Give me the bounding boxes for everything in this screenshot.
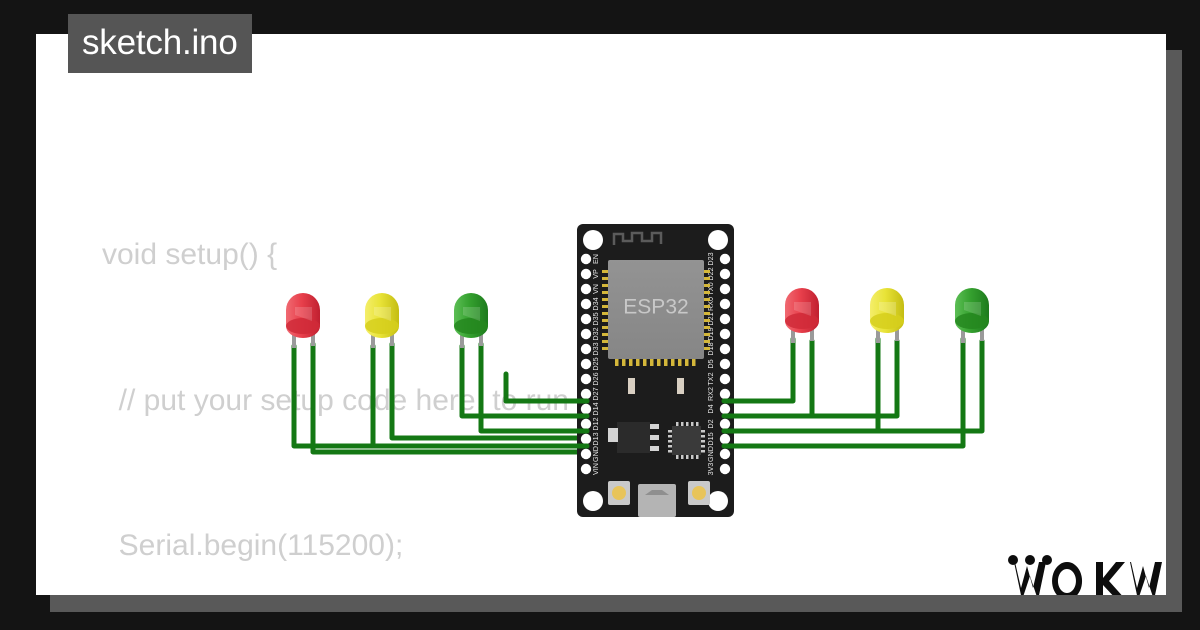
pcb-antenna-trace [612, 231, 663, 245]
wire-right-red-cathode [730, 338, 815, 419]
svg-text:D18: D18 [706, 342, 715, 355]
wire-left-green-cathode [459, 343, 584, 419]
svg-text:D15: D15 [706, 432, 715, 445]
svg-text:D21: D21 [706, 312, 715, 325]
svg-text:D26: D26 [591, 372, 600, 385]
wire-left-green-anode [478, 341, 584, 434]
pin-pads-left [580, 253, 592, 475]
svg-text:3V3: 3V3 [706, 463, 715, 476]
diagram-canvas[interactable]: void setup() { // put your setup code he… [36, 34, 1166, 595]
wire-left-yellow-anode [389, 341, 584, 441]
led-left-red[interactable] [286, 293, 320, 348]
wire-right-yellow-cathode [730, 338, 900, 419]
svg-text:GND: GND [591, 446, 600, 462]
code-line: Serial.begin(115200); [102, 529, 404, 562]
wire-right-green-cathode [730, 338, 985, 434]
svg-text:D19: D19 [706, 327, 715, 340]
enable-button [688, 481, 710, 505]
mounting-hole [708, 491, 728, 511]
usb-uart-ic [668, 422, 705, 459]
svg-text:D2: D2 [706, 419, 715, 428]
mounting-hole [583, 491, 603, 511]
led-left-yellow[interactable] [365, 293, 399, 348]
svg-text:D35: D35 [591, 312, 600, 325]
svg-text:D34: D34 [591, 297, 600, 310]
led-right-green[interactable] [955, 288, 989, 343]
mounting-hole [708, 230, 728, 250]
esp32-devkit-board[interactable]: EN VP VN D34 D35 D32 D33 D25 D26 D27 D14… [577, 224, 734, 517]
pin-labels-right: D23 D22 TX0 RX0 D21 D19 D18 D5 TX2 RX2 D… [706, 252, 715, 475]
circuit-diagram[interactable]: EN VP VN D34 D35 D32 D33 D25 D26 D27 D14… [36, 34, 1166, 595]
led-right-yellow[interactable] [870, 288, 904, 343]
pin-pads-right [719, 253, 731, 475]
svg-text:VN: VN [591, 284, 600, 294]
led-right-red[interactable] [785, 288, 819, 343]
svg-text:D27: D27 [591, 387, 600, 400]
svg-text:D32: D32 [591, 327, 600, 340]
wire-left-yellow-cathode [370, 343, 584, 449]
led-left-green[interactable] [454, 293, 488, 348]
passive-component [628, 378, 635, 394]
passive-component [677, 378, 684, 394]
svg-text:EN: EN [591, 254, 600, 264]
code-line: void setup() { [102, 238, 278, 271]
svg-text:VP: VP [591, 269, 600, 279]
usb-connector [638, 484, 676, 517]
wire-left-red-anode [310, 341, 584, 455]
svg-text:D25: D25 [591, 357, 600, 370]
esp32-chip-label: ESP32 [623, 296, 688, 319]
svg-text:D33: D33 [591, 342, 600, 355]
file-tab-sketch-ino[interactable]: sketch.ino [68, 14, 252, 73]
voltage-regulator [608, 422, 659, 453]
svg-text:VIN: VIN [591, 463, 600, 475]
svg-text:TX2: TX2 [706, 372, 715, 385]
wire-terminals [566, 398, 745, 449]
svg-text:D4: D4 [706, 404, 715, 413]
sketch-code-preview: void setup() { // put your setup code he… [102, 134, 651, 595]
svg-text:D13: D13 [591, 432, 600, 445]
svg-text:D22: D22 [706, 267, 715, 280]
wire-right-green-anode [730, 336, 966, 449]
svg-text:D12: D12 [591, 417, 600, 430]
svg-text:GND: GND [706, 446, 715, 462]
svg-text:TX0: TX0 [706, 282, 715, 295]
pin-labels-left: EN VP VN D34 D35 D32 D33 D25 D26 D27 D14… [591, 254, 600, 475]
boot-button [608, 481, 630, 505]
mounting-hole [583, 230, 603, 250]
svg-text:RX2: RX2 [706, 387, 715, 401]
svg-text:RX0: RX0 [706, 297, 715, 311]
svg-text:D14: D14 [591, 402, 600, 415]
wire-right-red-anode [730, 336, 796, 404]
svg-text:D5: D5 [706, 359, 715, 368]
svg-text:D23: D23 [706, 252, 715, 265]
module-pads [602, 270, 710, 366]
esp32-module-shield [608, 260, 704, 359]
wokwi-logo [1008, 555, 1162, 595]
